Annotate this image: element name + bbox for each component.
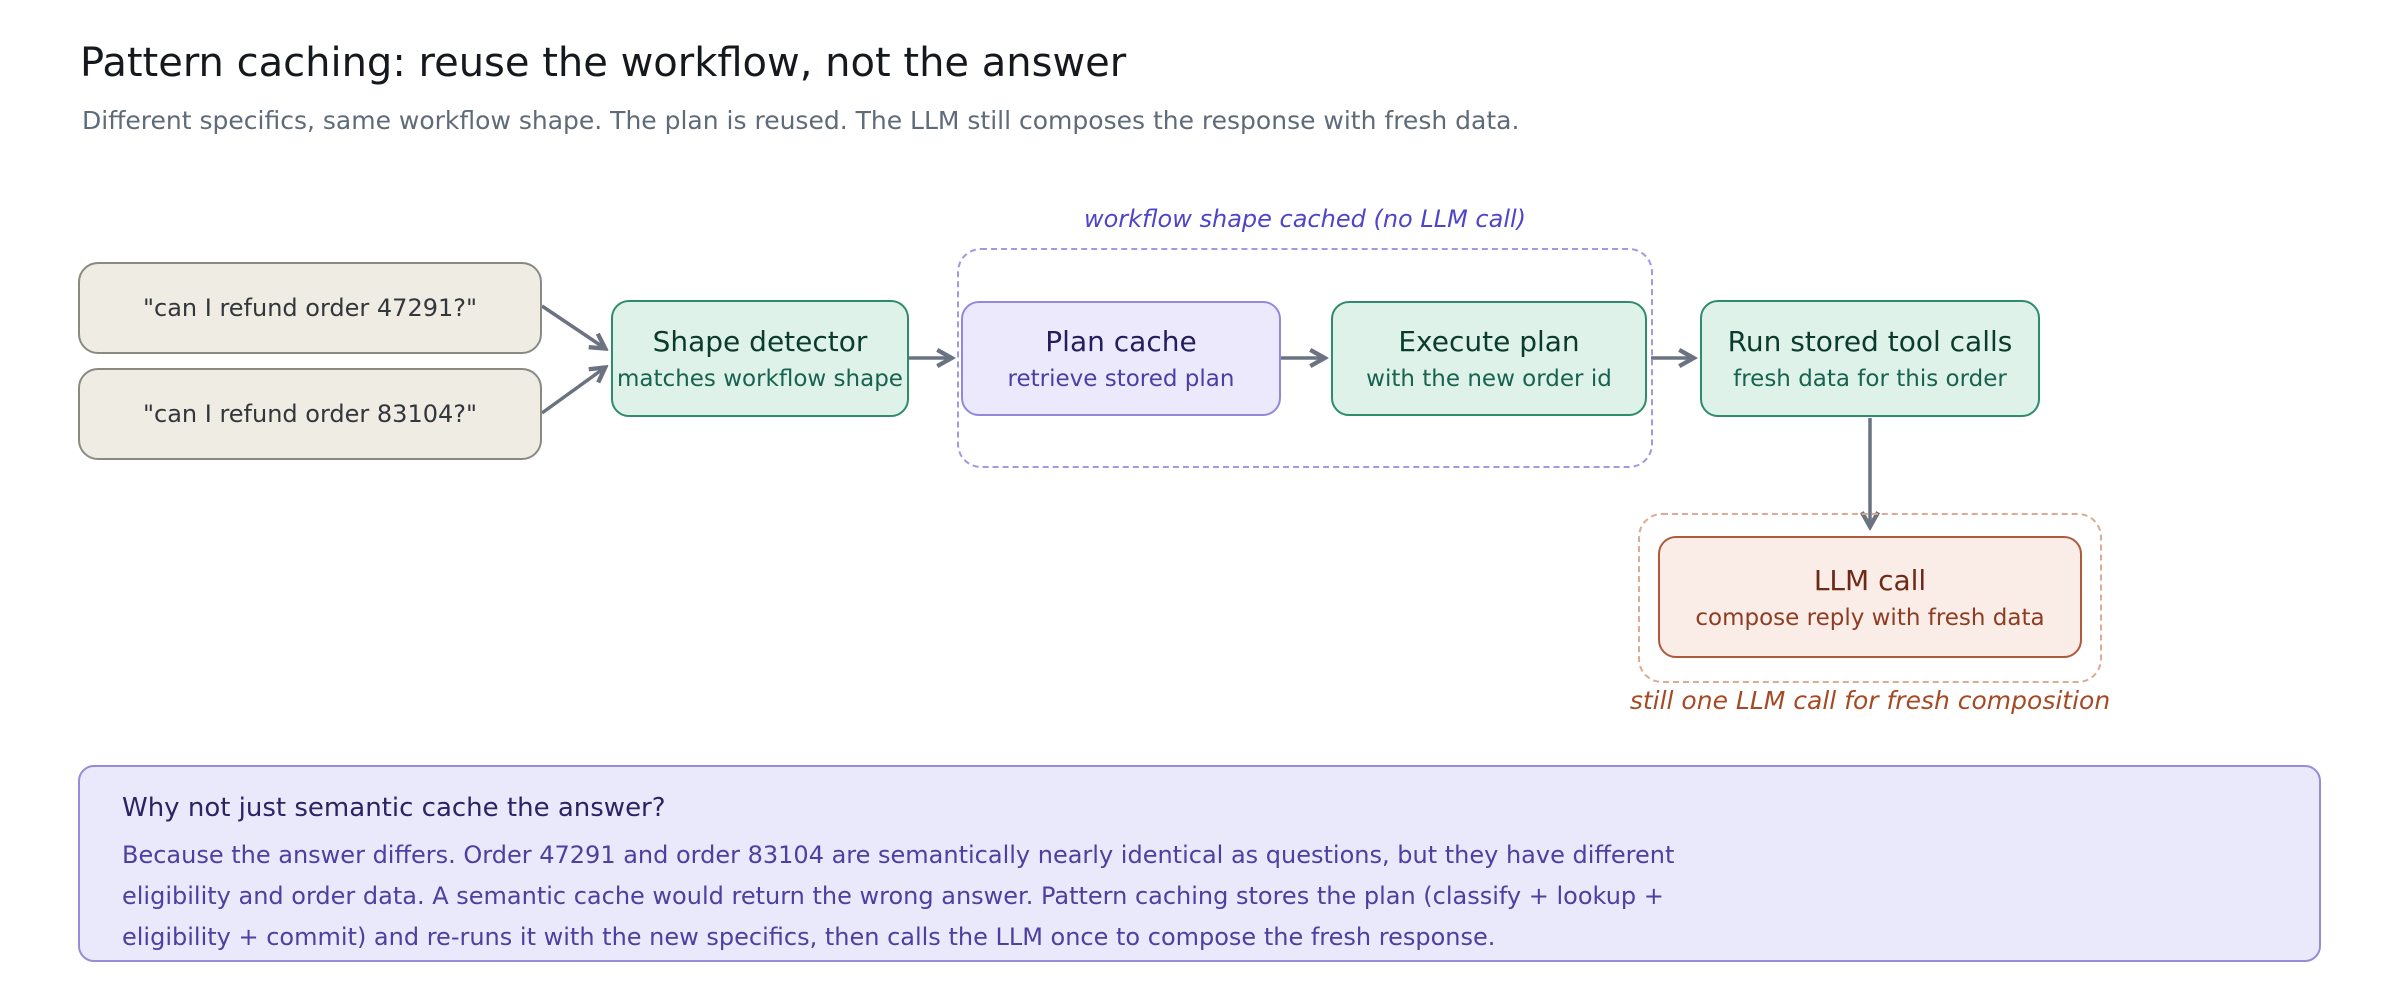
callout-body-line-2: eligibility and order data. A semantic c… [122, 882, 1664, 910]
run-tools-node: Run stored tool calls fresh data for thi… [1700, 300, 2040, 417]
user-query-box-1: "can I refund order 47291?" [78, 262, 542, 354]
callout-body-line-3: eligibility + commit) and re-runs it wit… [122, 923, 1496, 951]
plan-cache-node: Plan cache retrieve stored plan [961, 301, 1281, 416]
execute-plan-subtitle: with the new order id [1366, 366, 1612, 392]
llm-group-caption: still one LLM call for fresh composition [1629, 686, 2111, 715]
llm-call-node: LLM call compose reply with fresh data [1658, 536, 2082, 658]
run-tools-subtitle: fresh data for this order [1733, 366, 2007, 392]
page-subtitle: Different specifics, same workflow shape… [82, 106, 1520, 135]
arrow-input2-to-shape-detector [540, 369, 603, 415]
shape-detector-node: Shape detector matches workflow shape [611, 300, 909, 417]
cached-group-outline [957, 248, 1653, 468]
semantic-cache-callout: Why not just semantic cache the answer? … [78, 765, 2321, 962]
execute-plan-title: Execute plan [1398, 325, 1580, 358]
user-query-box-2: "can I refund order 83104?" [78, 368, 542, 460]
llm-call-subtitle: compose reply with fresh data [1695, 604, 2045, 631]
llm-group-outline [1638, 513, 2102, 683]
user-query-label-2: "can I refund order 83104?" [142, 400, 478, 428]
llm-call-title: LLM call [1813, 563, 1927, 597]
shape-detector-title: Shape detector [652, 325, 868, 358]
user-query-label-1: "can I refund order 47291?" [142, 294, 478, 322]
shape-detector-subtitle: matches workflow shape [617, 366, 903, 392]
arrow-input1-to-shape-detector [541, 304, 603, 347]
page-title: Pattern caching: reuse the workflow, not… [80, 40, 1127, 86]
callout-heading: Why not just semantic cache the answer? [122, 793, 666, 823]
cached-group-label: workflow shape cached (no LLM call) [1083, 205, 1527, 233]
execute-plan-node: Execute plan with the new order id [1331, 301, 1647, 416]
run-tools-title: Run stored tool calls [1727, 325, 2013, 358]
callout-body-line-1: Because the answer differs. Order 47291 … [122, 841, 1675, 869]
plan-cache-title: Plan cache [1045, 325, 1197, 358]
plan-cache-subtitle: retrieve stored plan [1007, 366, 1235, 392]
